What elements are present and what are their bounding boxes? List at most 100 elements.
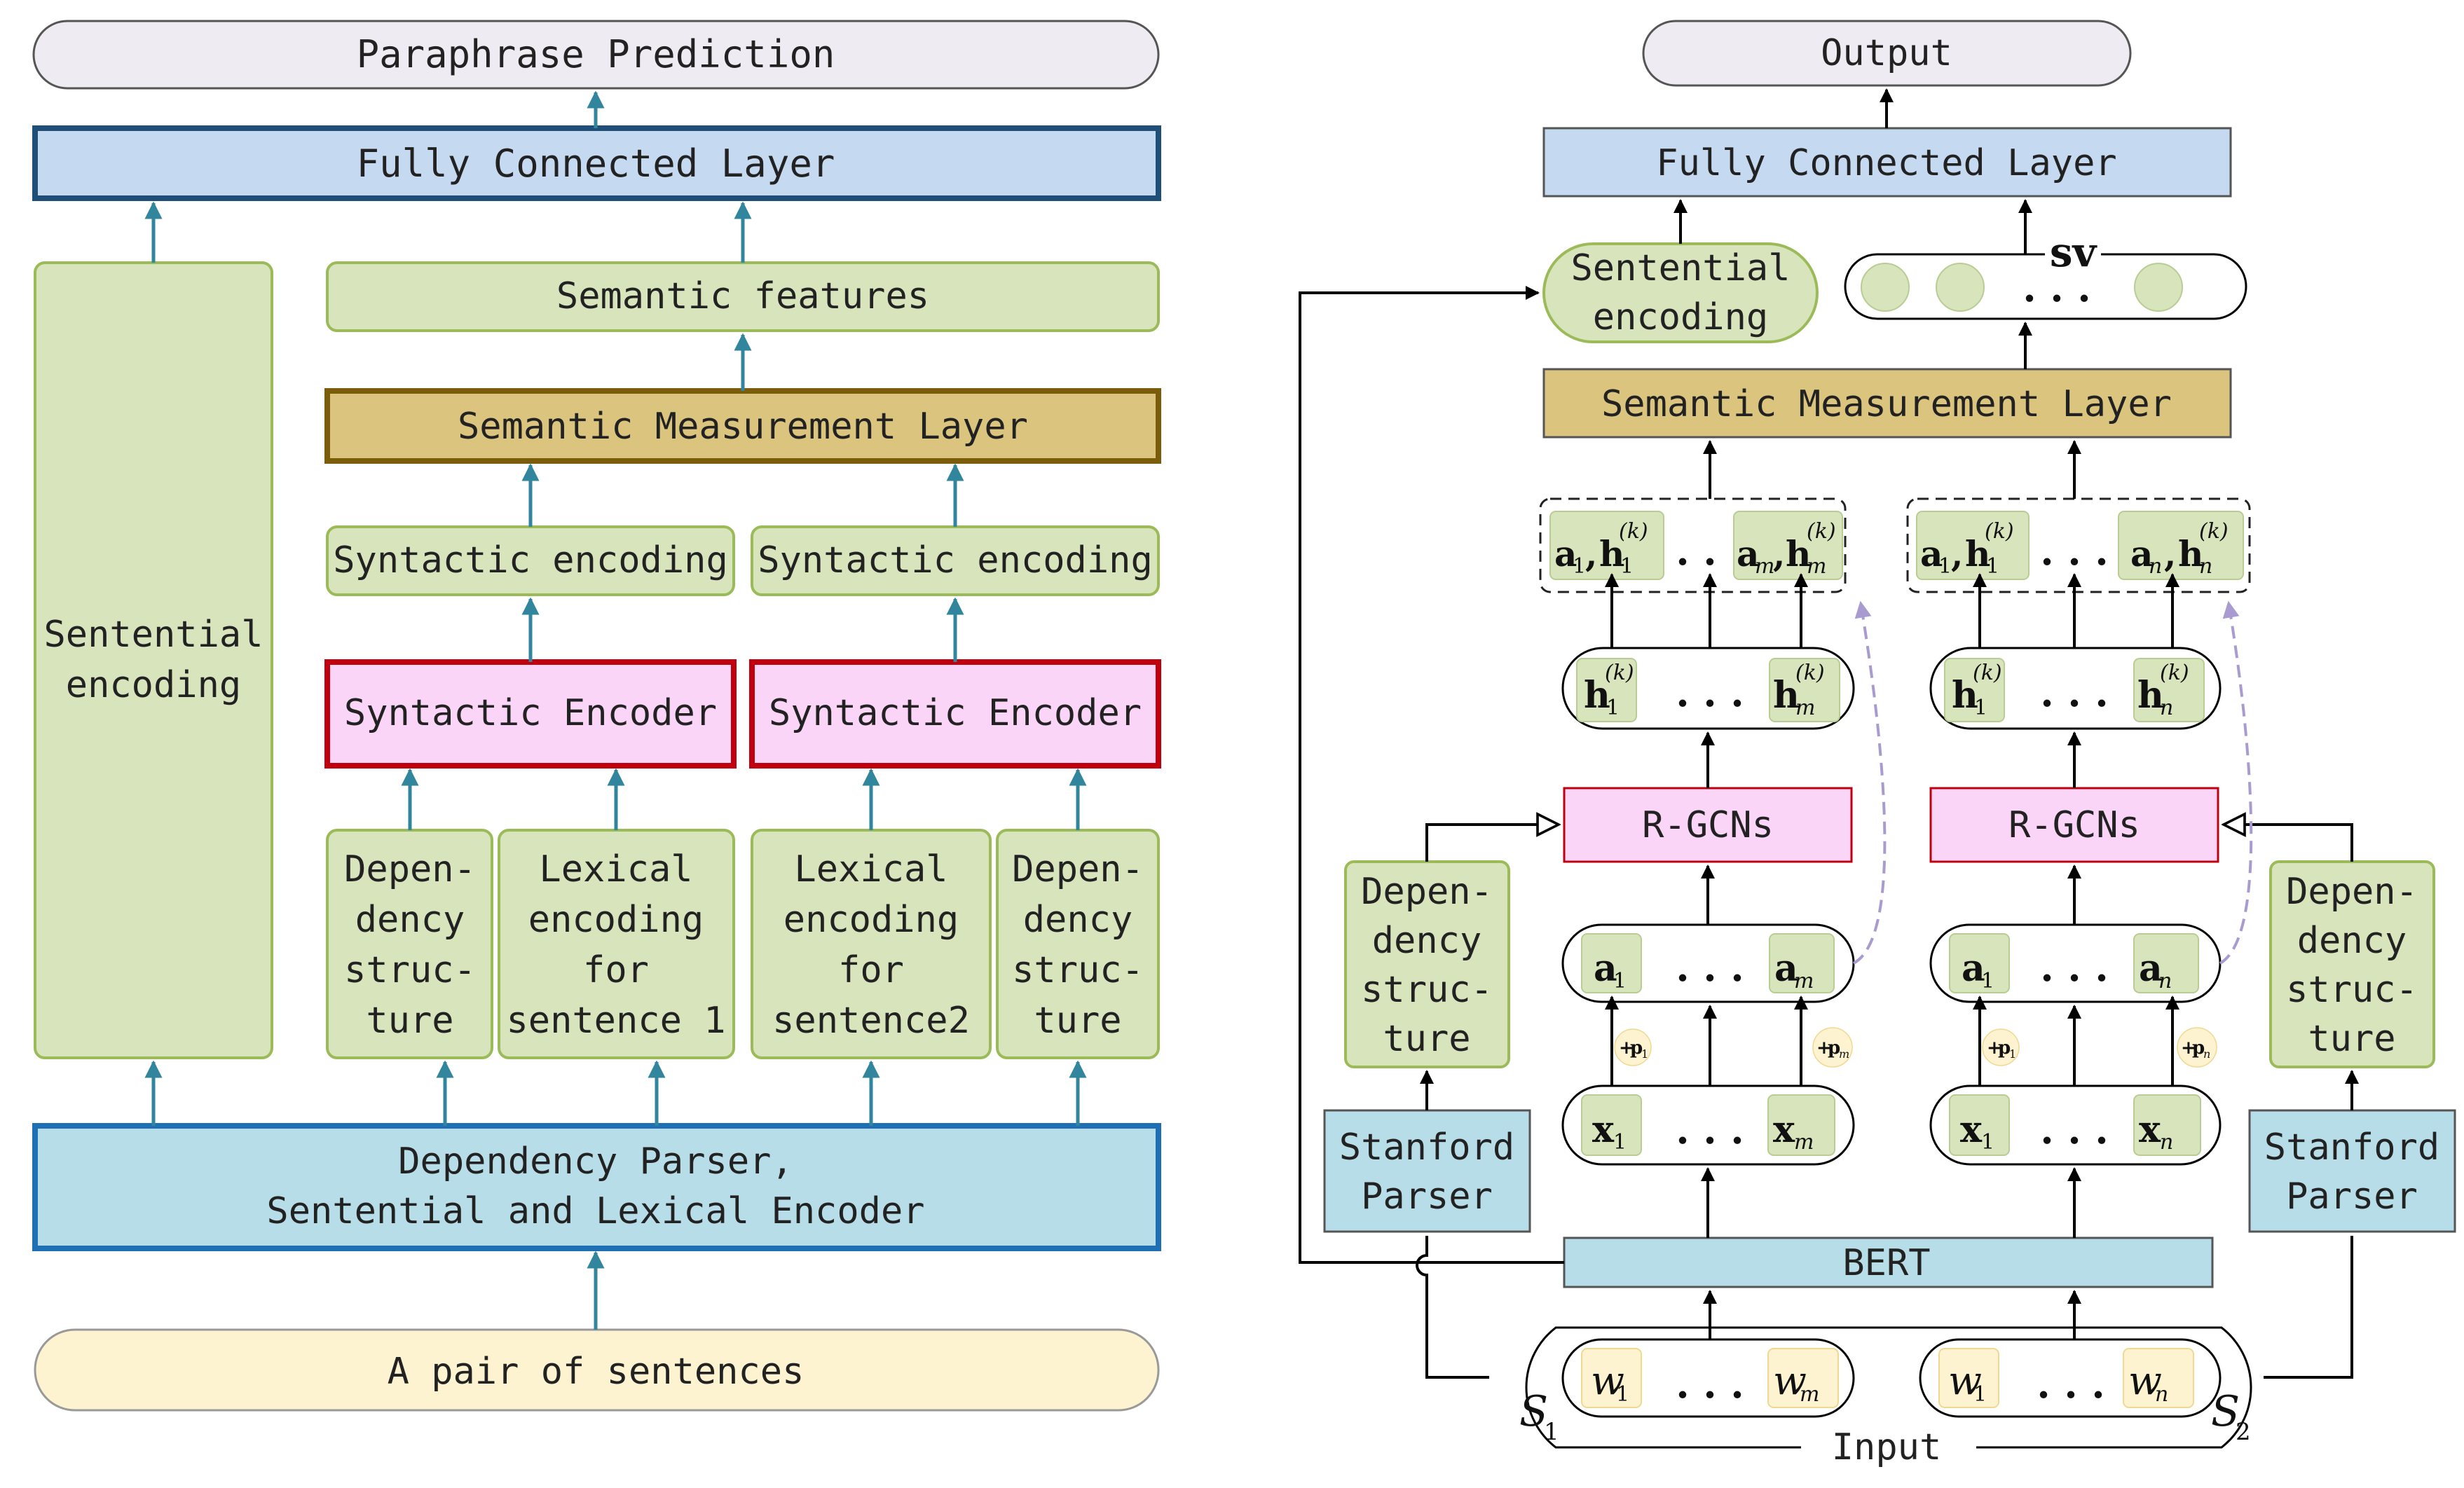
xm-cell <box>1767 1094 1835 1156</box>
output-label: Output <box>1821 32 1952 74</box>
a-pill-s2-ellipsis: . . . <box>2040 944 2108 991</box>
sentential-encoding-box <box>34 261 273 1059</box>
rgcn-label-2: R-GCNs <box>2008 804 2140 846</box>
h1-s1-sup: (k) <box>1605 661 1634 685</box>
paraphrase-prediction-box <box>32 20 1160 90</box>
stanford-parser-1b: Parser <box>1361 1176 1493 1218</box>
h1-s1: h <box>1584 674 1610 717</box>
lexical-encoding-label-1b: encoding <box>528 899 704 941</box>
s1-label: S <box>1519 1387 1548 1436</box>
lexical-encoding-label-2b: encoding <box>783 899 959 941</box>
h1-cell-s2 <box>1944 658 2005 722</box>
pos-p1-s2-p: p <box>1998 1038 2011 1059</box>
h-pill-s2-ellipsis: . . . <box>2040 670 2108 716</box>
sentential-encoding-label-2: encoding <box>66 664 241 706</box>
left-diagram: Paraphrase Prediction Fully Connected La… <box>32 20 1161 1412</box>
hn-sup: (k) <box>2160 661 2189 685</box>
x-pill-s1-ellipsis: . . . <box>1676 1107 1744 1153</box>
x1-cell-s2 <box>1949 1094 2010 1156</box>
right-dep-2a: Depen- <box>2286 871 2418 913</box>
an-cell <box>2133 933 2199 993</box>
s1-sub: 1 <box>1544 1418 1559 1446</box>
paraphrase-prediction-label: Paraphrase Prediction <box>357 32 835 76</box>
dependency-structure-label-2b: dency <box>1023 899 1133 941</box>
a1h1-s1-h-sup: (k) <box>1619 519 1648 544</box>
amhm-h: h <box>1786 533 1811 574</box>
bert-to-sentential-line <box>1299 286 1564 1264</box>
a-pill-s1-ellipsis: . . . <box>1676 944 1744 991</box>
anhn-h-sub: n <box>2199 554 2212 579</box>
w1-s2-sub: 1 <box>1973 1382 1987 1407</box>
lexical-encoding-label-1a: Lexical <box>539 848 692 890</box>
dependency-to-rgcn-arrows <box>1425 825 2353 862</box>
amhm-a-sub: m <box>1755 554 1774 579</box>
concat-s1-ellipsis: . . . <box>1676 528 1744 574</box>
a1h1-s2-h-sub: 1 <box>1986 554 1999 579</box>
a1-s2-sub: 1 <box>1981 969 1994 993</box>
right-sentential-encoding-label-2: encoding <box>1593 296 1768 338</box>
w1-s1: w <box>1591 1358 1624 1404</box>
w1-s2: w <box>1948 1358 1982 1404</box>
x1-s2-sub: 1 <box>1981 1130 1994 1155</box>
anhn-h: h <box>2178 533 2203 574</box>
dependency-parser-box <box>32 1123 1161 1251</box>
right-dep-2d: ture <box>2308 1018 2395 1060</box>
a1-cell-s1 <box>1581 933 1642 993</box>
h-pill-s1-ellipsis: . . . <box>1676 670 1744 716</box>
pos-pn-plus: + <box>2181 1038 2196 1059</box>
dependency-structure-label-1c: struc- <box>344 949 476 991</box>
hm-sub: m <box>1795 696 1815 720</box>
amhm-comma: , <box>1773 533 1785 574</box>
a1h1-s1-h: h <box>1599 533 1624 574</box>
a1h1-s2-h-sup: (k) <box>1985 519 2014 544</box>
right-dep-1b: dency <box>1372 920 1482 962</box>
rgcn-box-2 <box>1929 787 2219 863</box>
hm-sup: (k) <box>1795 661 1825 685</box>
a1h1-s2-a: a <box>1920 533 1943 574</box>
right-fc-layer-box <box>1542 127 2232 198</box>
dependency-structure-label-2c: struc- <box>1012 949 1144 991</box>
input-to-stanford-1 <box>1416 1236 1489 1379</box>
pos-pm-sub: m <box>1839 1047 1849 1061</box>
wn-cell <box>2123 1348 2194 1408</box>
w-pill-s2-ellipsis: . . . <box>2037 1361 2104 1407</box>
right-diagram: Output Fully Connected Layer Sentential … <box>1299 20 2456 1468</box>
dependency-structure-label-1a: Depen- <box>344 848 476 890</box>
an: a <box>2139 947 2163 990</box>
hn-sub: n <box>2160 696 2173 720</box>
lexical-encoding-label-2d: sentence2 <box>772 1000 970 1042</box>
wn: w <box>2128 1358 2162 1404</box>
right-semantic-measurement-label: Semantic Measurement Layer <box>1601 383 2172 425</box>
a1-s1: a <box>1594 947 1617 990</box>
input-label: Input <box>1832 1426 1942 1468</box>
h1-s2: h <box>1952 674 1978 717</box>
wm: w <box>1773 1358 1807 1404</box>
lexical-encoding-label-1c: for <box>583 949 649 991</box>
right-dep-1a: Depen- <box>1361 871 1493 913</box>
sv-node-3 <box>2134 263 2183 312</box>
wm-sub: m <box>1800 1382 1819 1407</box>
a1h1-s2-a-sub: 1 <box>1938 554 1952 579</box>
am-cell <box>1769 933 1835 993</box>
right-dep-2b: dency <box>2297 920 2407 962</box>
lexical-encoding-label-2a: Lexical <box>794 848 947 890</box>
lexical-encoding-label-2c: for <box>838 949 904 991</box>
pos-pm-plus: + <box>1816 1038 1832 1059</box>
sv-node-2 <box>1936 263 1985 312</box>
right-dep-1c: struc- <box>1361 969 1493 1011</box>
x-pill-s2-ellipsis: . . . <box>2040 1107 2108 1153</box>
w1-cell-s2 <box>1938 1348 1999 1408</box>
sv-node-1 <box>1861 263 1910 312</box>
right-fc-layer-label: Fully Connected Layer <box>1656 142 2116 184</box>
residual-dashed-arrows <box>1853 600 2253 965</box>
an-hn-cell <box>2118 511 2244 580</box>
dependency-parser-label-2: Sentential and Lexical Encoder <box>266 1190 924 1232</box>
input-to-stanford-2 <box>2264 1236 2353 1379</box>
bert-box <box>1563 1236 2214 1288</box>
xm-sub: m <box>1794 1130 1814 1155</box>
pos-p1-s1-p: p <box>1630 1038 1643 1059</box>
a1h1-s2-h: h <box>1965 533 1990 574</box>
xn-cell <box>2133 1094 2201 1156</box>
bert-label: BERT <box>1842 1242 1930 1284</box>
